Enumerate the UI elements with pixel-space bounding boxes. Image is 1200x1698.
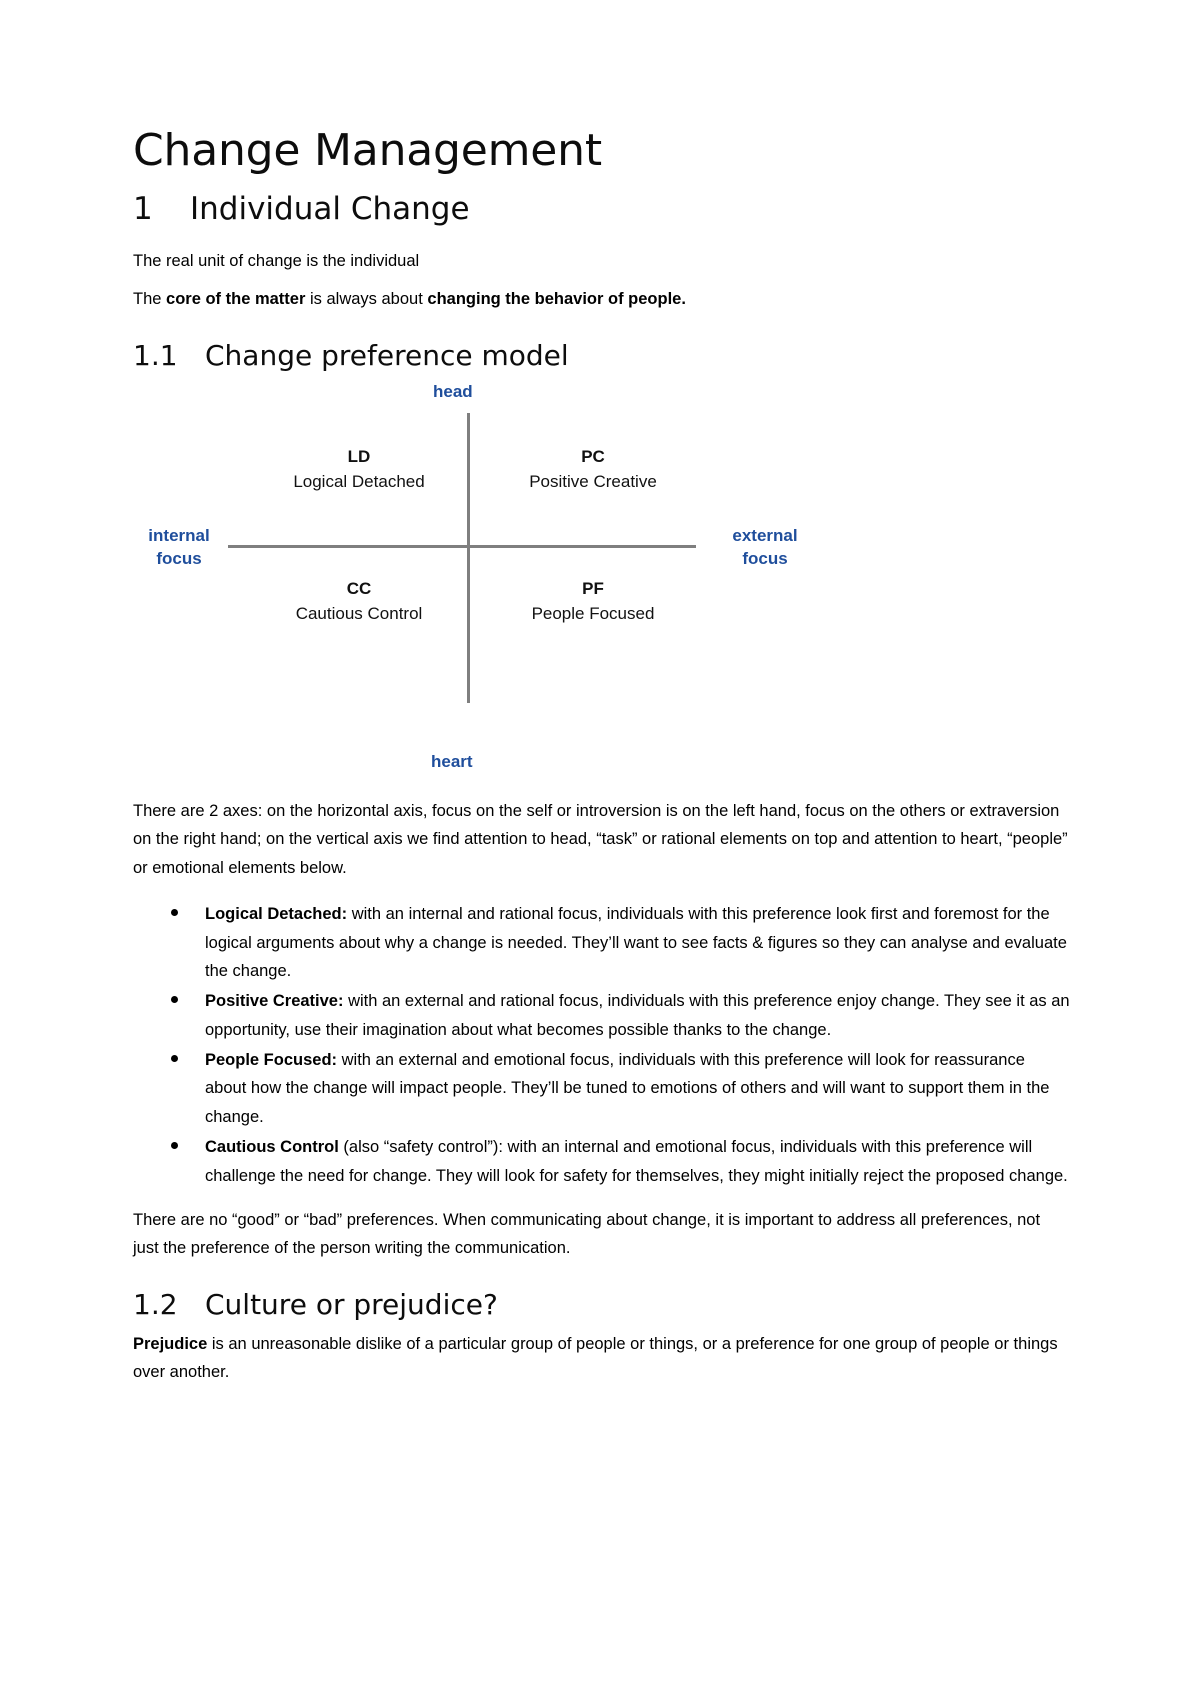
quadrant-pf-name: People Focused	[531, 603, 655, 623]
core-text-a: The	[133, 290, 167, 309]
paragraph-core-of-matter: The core of the matter is always about c…	[133, 285, 1070, 313]
quadrant-pf-code: PF	[582, 579, 604, 599]
quadrant-logical-detached: LD Logical Detached	[244, 445, 474, 494]
axis-label-internal-line2: focus	[156, 548, 202, 568]
paragraph-prejudice-definition: Prejudice is an unreasonable dislike of …	[133, 1330, 1070, 1387]
bullet-text: (also “safety control”): with an interna…	[205, 1138, 1068, 1185]
quadrant-cautious-control: CC Cautious Control	[244, 577, 474, 626]
heading-1-individual-change: 1 Individual Change	[133, 192, 1070, 227]
quadrant-cc-name: Cautious Control	[295, 603, 423, 623]
axis-label-external-focus: external focus	[713, 525, 817, 571]
paragraph-axes-description: There are 2 axes: on the horizontal axis…	[133, 802, 1068, 877]
heading-1-2-text: Culture or prejudice?	[205, 1287, 498, 1321]
axis-label-heart: heart	[431, 752, 473, 772]
axis-label-head: head	[433, 382, 473, 402]
page-title: Change Management	[133, 125, 602, 176]
axis-label-internal-line1: internal	[148, 526, 210, 546]
heading-1-1-text: Change preference model	[205, 338, 569, 372]
axis-label-external-line2: focus	[742, 548, 788, 568]
prejudice-rest: is an unreasonable dislike of a particul…	[133, 1335, 1058, 1382]
core-text-c: is always about	[305, 290, 428, 309]
heading-1-2-culture-or-prejudice: 1.2 Culture or prejudice?	[133, 1287, 1070, 1321]
quadrant-pc-code: PC	[581, 447, 605, 467]
quadrant-cc-code: CC	[346, 579, 372, 599]
bullet-dot-icon	[171, 1054, 178, 1062]
bullet-text: with an external and emotional focus, in…	[205, 1051, 1050, 1126]
bullet-term: Logical Detached:	[205, 905, 348, 924]
prejudice-bold-lead: Prejudice	[133, 1335, 208, 1353]
bullet-dot-icon	[171, 995, 178, 1003]
quadrant-ld-code: LD	[347, 447, 371, 467]
quadrant-positive-creative: PC Positive Creative	[478, 445, 708, 494]
bullet-term: Positive Creative:	[205, 992, 344, 1011]
bullet-dot-icon	[171, 908, 178, 916]
list-item: Positive Creative: with an external and …	[133, 987, 1070, 1044]
vertical-axis-line	[467, 413, 470, 704]
paragraph-real-unit: The real unit of change is the individua…	[133, 251, 420, 270]
change-preference-quadrant-diagram: head heart internal focus external focus…	[133, 382, 893, 783]
quadrant-ld-name: Logical Detached	[293, 471, 425, 491]
list-item: Cautious Control (also “safety control”)…	[133, 1133, 1070, 1190]
list-item: Logical Detached: with an internal and r…	[133, 900, 1070, 985]
core-text-bold-1: core of the matter	[166, 290, 306, 309]
quadrant-people-focused: PF People Focused	[478, 577, 708, 626]
preference-bullet-list: Logical Detached: with an internal and r…	[133, 900, 1070, 1190]
heading-1-1-number: 1.1	[133, 338, 178, 372]
bullet-text: with an external and rational focus, ind…	[205, 992, 1070, 1039]
heading-1-text: Individual Change	[190, 191, 470, 228]
horizontal-axis-line	[228, 545, 696, 549]
paragraph-no-good-or-bad: There are no “good” or “bad” preferences…	[133, 1210, 1041, 1258]
quadrant-pc-name: Positive Creative	[529, 471, 657, 491]
bullet-dot-icon	[171, 1141, 178, 1149]
heading-1-1-change-preference-model: 1.1 Change preference model	[133, 338, 1070, 372]
bullet-term: People Focused:	[205, 1051, 338, 1070]
heading-1-2-number: 1.2	[133, 1287, 178, 1321]
list-item: People Focused: with an external and emo…	[133, 1046, 1070, 1131]
axis-label-external-line1: external	[732, 526, 798, 546]
heading-1-number: 1	[133, 191, 153, 228]
bullet-term: Cautious Control	[205, 1138, 339, 1157]
bullet-text: with an internal and rational focus, ind…	[205, 905, 1067, 980]
core-text-bold-2: changing the behavior of people.	[427, 290, 686, 309]
axis-label-internal-focus: internal focus	[133, 525, 225, 571]
